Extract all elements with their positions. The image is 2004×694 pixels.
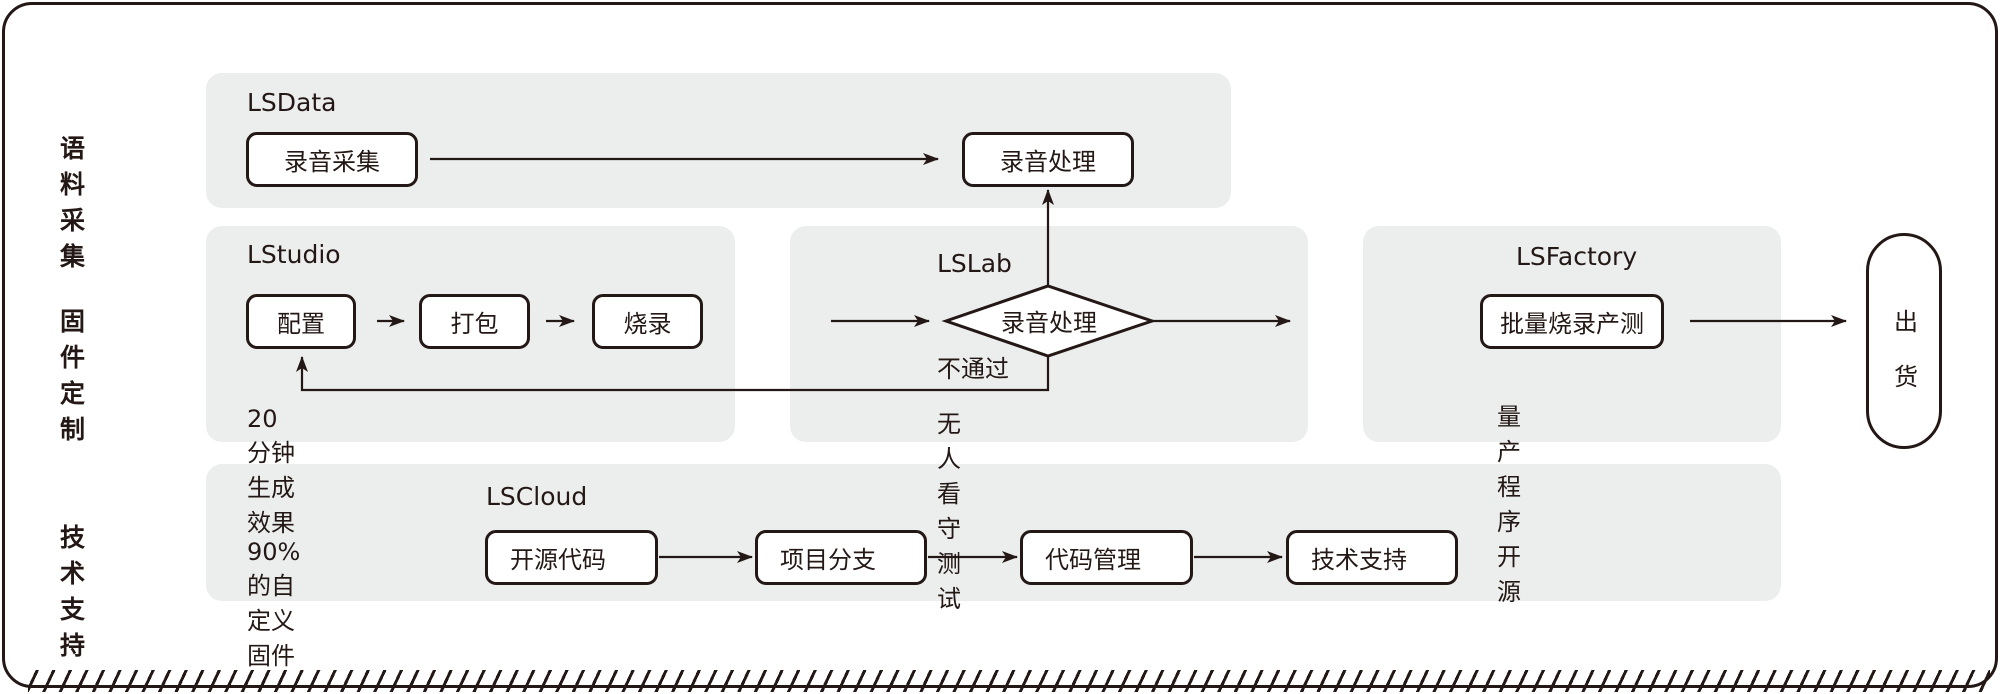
- group-title-lsdata: LSData: [247, 88, 337, 117]
- node-package: 打包: [419, 294, 530, 349]
- caption-lstudio: 20分钟生成效果90%的自定义固件: [247, 405, 301, 670]
- caption-lsfactory: 量产程序开源: [1497, 403, 1521, 606]
- node-batch-burn: 批量烧录产测: [1480, 294, 1664, 349]
- node-tech-support: 技术支持: [1286, 530, 1458, 585]
- node-code-manage: 代码管理: [1020, 530, 1193, 585]
- row-label-firmware: 固件定制: [60, 307, 87, 444]
- terminal-shipment: 出 货: [1866, 233, 1942, 449]
- arrow-fail-loop: [296, 356, 1050, 392]
- group-title-lsfactory: LSFactory: [1516, 242, 1638, 271]
- decision-diamond: [941, 284, 1157, 358]
- hatched-border: [28, 670, 1990, 692]
- panel-lscloud: [206, 464, 1781, 601]
- node-config: 配置: [246, 294, 356, 349]
- node-burn: 烧录: [592, 294, 703, 349]
- decision-label: 录音处理: [1001, 309, 1097, 337]
- node-record-collect: 录音采集: [246, 132, 418, 187]
- terminal-char-1: 出: [1894, 308, 1918, 336]
- node-record-process: 录音处理: [962, 132, 1134, 187]
- node-project-branch: 项目分支: [755, 530, 927, 585]
- node-open-code: 开源代码: [485, 530, 658, 585]
- caption-lslab: 无人看守测试: [937, 410, 961, 613]
- group-title-lslab: LSLab: [937, 249, 1012, 278]
- edge-label-fail: 不通过: [937, 355, 1009, 383]
- row-label-corpus: 语料采集: [60, 134, 87, 271]
- group-title-lscloud: LSCloud: [486, 482, 588, 511]
- terminal-char-2: 货: [1894, 363, 1918, 391]
- group-title-lstudio: LStudio: [247, 240, 341, 269]
- row-label-support: 技术支持: [60, 523, 87, 660]
